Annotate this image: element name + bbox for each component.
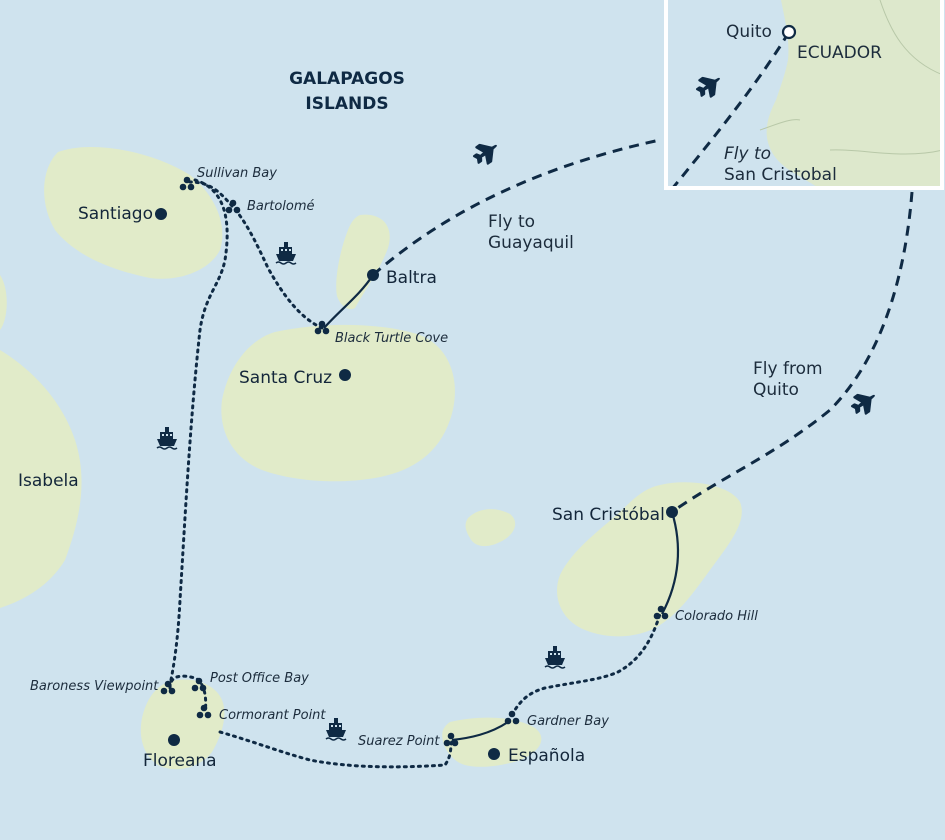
- site-label-cormorant-point: Cormorant Point: [219, 708, 326, 723]
- island-label-santa-cruz: Santa Cruz: [239, 368, 332, 388]
- ecuador-inset: Quito ECUADOR Fly to San Cristobal: [664, 0, 944, 190]
- map-title-line-2: ISLANDS: [305, 94, 388, 114]
- inset-mainland: [766, 0, 943, 189]
- site-label-gardner-bay: Gardner Bay: [527, 714, 609, 729]
- island-label-santiago: Santiago: [78, 204, 153, 224]
- route-suarez-gardner: [451, 721, 509, 742]
- route-floreana-loop: [168, 674, 208, 714]
- flight-label-guayaquil-2: Guayaquil: [488, 233, 574, 253]
- inset-coast-detail: [759, 0, 944, 155]
- route-floreana-espanola: [218, 730, 454, 769]
- santa-cruz-marker-icon: [339, 369, 351, 381]
- site-label-bartolome: Bartolomé: [247, 199, 315, 214]
- site-label-black-turtle-cove: Black Turtle Cove: [335, 331, 448, 346]
- small-islet-shape: [465, 509, 516, 547]
- baltra-marker-icon: [367, 269, 379, 281]
- santa-cruz-shape: [221, 324, 455, 482]
- map-title-line-1: GALAPAGOS: [289, 69, 405, 89]
- island-label-baltra: Baltra: [386, 268, 437, 288]
- site-label-baroness-viewpoint: Baroness Viewpoint: [30, 679, 159, 694]
- espanola-marker-icon: [488, 748, 500, 760]
- route-espanola-colorado: [510, 612, 662, 717]
- isabela-shape: [0, 275, 82, 608]
- route-baltra-black-turtle: [323, 274, 374, 329]
- inset-frame: [664, 0, 944, 190]
- drive-routes: [323, 274, 680, 742]
- baltra-shape: [336, 214, 390, 310]
- inset-city-label: Quito: [726, 22, 772, 42]
- floreana-marker-icon: [168, 734, 180, 746]
- island-label-espanola: Española: [508, 746, 585, 766]
- santiago-marker-icon: [155, 208, 167, 220]
- inset-fly-label: Fly to: [724, 144, 771, 164]
- san-cristobal-shape: [557, 482, 742, 637]
- island-label-isabela: Isabela: [18, 471, 79, 491]
- site-label-suarez-point: Suarez Point: [358, 734, 440, 749]
- flight-label-quito-1: Fly from: [753, 359, 823, 379]
- site-label-post-office-bay: Post Office Bay: [210, 671, 309, 686]
- site-label-sullivan-bay: Sullivan Bay: [197, 166, 277, 181]
- ship-routes: [168, 178, 662, 769]
- route-baltra-santiago: [188, 180, 324, 330]
- site-label-colorado-hill: Colorado Hill: [675, 609, 758, 624]
- route-sancristobal-colorado: [661, 511, 680, 615]
- espanola-shape: [442, 717, 542, 767]
- san-cristobal-marker-icon: [666, 506, 678, 518]
- flight-quito-sancristobal: [671, 191, 914, 514]
- island-label-san-cristobal: San Cristóbal: [552, 505, 665, 525]
- quito-marker-icon: [781, 24, 797, 40]
- island-label-floreana: Floreana: [143, 751, 217, 771]
- santiago-shape: [44, 146, 223, 279]
- flight-routes: [372, 138, 914, 514]
- flight-label-quito-2: Quito: [753, 380, 799, 400]
- flight-label-guayaquil-1: Fly to: [488, 212, 535, 232]
- floreana-shape: [140, 679, 225, 770]
- inset-flight-route: [670, 31, 791, 190]
- inset-fly-label-2: San Cristobal: [724, 165, 837, 185]
- route-santiago-floreana: [168, 178, 229, 687]
- inset-country-label: ECUADOR: [797, 43, 882, 63]
